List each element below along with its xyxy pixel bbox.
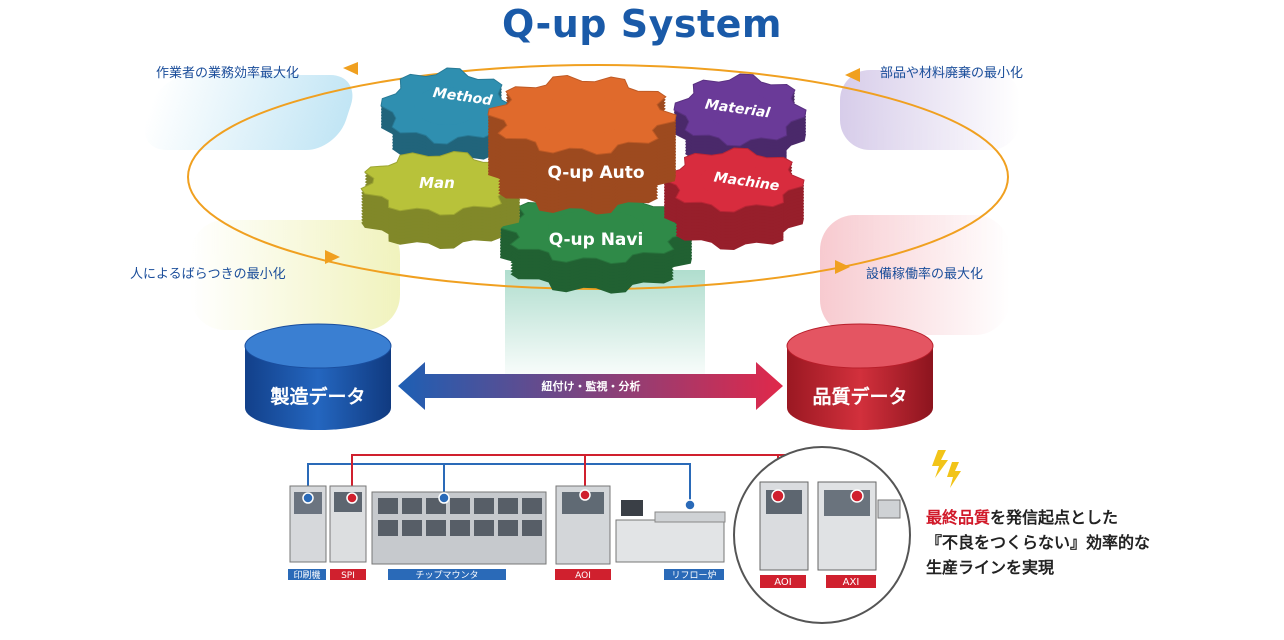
gear-navi-label: Q-up Navi xyxy=(549,230,644,250)
gear-navi: Q-up Navi xyxy=(499,191,693,294)
label-spi: SPI xyxy=(341,571,355,581)
monitor xyxy=(621,500,643,516)
cycle-arrow-bottom-right xyxy=(835,260,850,274)
production-line: 印刷機 SPI チップマウンタ AOI リフロー炉 AOI AXI xyxy=(288,446,911,624)
message-line-1-rest: を発信起点とした xyxy=(990,508,1119,527)
message-line-3: 生産ラインを実現 xyxy=(926,558,1055,577)
gear-auto-label: Q-up Auto xyxy=(547,163,644,183)
cycle-arrow-top-right xyxy=(845,68,860,82)
gear-auto: Q-up Auto xyxy=(487,74,677,215)
motion-trails xyxy=(144,70,1020,385)
label-axi-zoom: AXI xyxy=(843,577,860,588)
label-printer: 印刷機 xyxy=(293,569,320,581)
trail-material xyxy=(840,70,1020,150)
link-arrow xyxy=(398,362,783,410)
message-line-2: 『不良をつくらない』効率的な xyxy=(926,533,1151,552)
goal-bottom-right: 設備稼働率の最大化 xyxy=(866,267,984,282)
node-aoi xyxy=(579,489,591,501)
node-mounter xyxy=(438,492,450,504)
goal-bottom-left: 人によるばらつきの最小化 xyxy=(130,267,286,282)
db-quality xyxy=(786,323,934,430)
label-mounter: チップマウンタ xyxy=(415,570,478,581)
node-spi xyxy=(346,492,358,504)
cycle-ellipse xyxy=(187,64,1009,290)
trail-method xyxy=(144,75,353,150)
db-manufacturing xyxy=(244,323,392,430)
gear-man: Man xyxy=(360,150,521,249)
db-manufacturing-label: 製造データ xyxy=(269,385,365,408)
gear-material: Material xyxy=(673,73,807,170)
goal-top-left: 作業者の業務効率最大化 xyxy=(156,66,300,81)
goal-top-right: 部品や材料廃棄の最小化 xyxy=(880,66,1024,81)
trail-man xyxy=(190,220,400,330)
label-aoi-zoom: AOI xyxy=(774,577,792,588)
trail-machine xyxy=(820,215,1010,335)
node-aoi-zoom xyxy=(771,489,785,503)
gear-machine: Machine xyxy=(663,147,805,250)
message: 最終品質を発信起点とした 『不良をつくらない』効率的な 生産ラインを実現 xyxy=(926,505,1150,580)
label-aoi: AOI xyxy=(575,571,591,581)
machine-reflow xyxy=(615,519,725,563)
link-label: 紐付け・監視・分析 xyxy=(542,379,641,393)
lightning-icon xyxy=(932,450,961,488)
gear-method: Method xyxy=(380,67,514,166)
node-printer xyxy=(302,492,314,504)
message-line-1: 最終品質を発信起点とした xyxy=(926,505,1150,530)
cycle-arrow-bottom-left xyxy=(325,250,340,264)
db-quality-label: 品質データ xyxy=(812,385,907,408)
cycle-arrow-top-left xyxy=(343,62,358,75)
label-reflow: リフロー炉 xyxy=(671,569,716,581)
gear-man-label: Man xyxy=(419,174,455,192)
node-axi-zoom xyxy=(850,489,864,503)
node-reflow xyxy=(684,499,696,511)
message-highlight: 最終品質 xyxy=(926,508,991,527)
page-title: Q-up System xyxy=(501,2,783,46)
